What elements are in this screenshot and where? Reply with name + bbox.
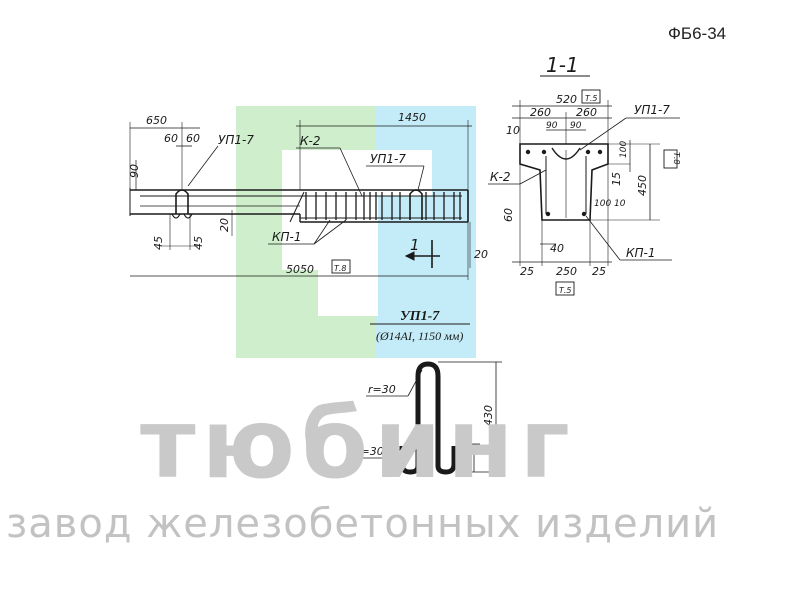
watermark-white-cut-3 — [376, 150, 432, 196]
section-texts: 1-1 520 260 260 90 90 10 100 15 450 100 … — [490, 53, 681, 295]
left-lifting-loop — [175, 189, 189, 214]
dim-90b: 90 — [570, 121, 582, 131]
label-cut-mark: 1 — [410, 236, 420, 254]
beam-note-box — [331, 259, 351, 274]
dim-15: 15 — [610, 172, 623, 186]
dim-20b: 20 — [474, 248, 488, 261]
dim-60: 60 — [502, 208, 515, 222]
dim-250: 250 — [556, 265, 577, 278]
section-note-right-text: Т.8 — [672, 152, 681, 165]
detail-leader-r-top — [407, 369, 423, 397]
beam-chamfer — [289, 191, 305, 223]
dim-20a: 20 — [218, 218, 231, 232]
dim-520: 520 — [556, 93, 577, 106]
dim-260b: 260 — [576, 106, 597, 119]
watermark-tagline: завод железобетонных изделий — [6, 501, 720, 547]
stirrups-group — [305, 192, 461, 220]
section-note-top-text: Т.5 — [585, 94, 598, 103]
leader-up-mid — [417, 165, 425, 191]
middle-lifting-loop — [409, 189, 423, 220]
leader-section-up — [579, 117, 627, 151]
section-note-box-top — [581, 89, 601, 104]
label-section-k2: К-2 — [490, 170, 510, 184]
dim-650: 650 — [146, 114, 167, 127]
leader-kp1-b — [313, 219, 347, 245]
dim-90: 90 — [128, 164, 141, 178]
detail-height-50: 50 — [461, 450, 474, 464]
dim-45b: 45 — [192, 236, 205, 250]
detail-title: УП1-7 — [400, 309, 440, 324]
section-cut-arrowhead — [404, 251, 415, 261]
dim-10b: 10 — [614, 199, 626, 209]
dim-25a: 25 — [520, 265, 534, 278]
detail-texts: УП1-7 (Ø14AI, 1150 мм) r=30 r=30 430 50 — [356, 309, 495, 464]
detail-loop-body — [415, 361, 441, 466]
left-loop-hooks — [171, 213, 193, 219]
leader-k2 — [339, 147, 363, 197]
watermark-blue-block — [376, 106, 476, 358]
dim-100: 100 — [619, 141, 629, 158]
dim-5050: 5050 — [286, 263, 314, 276]
detail-radius-bottom: r=30 — [356, 445, 384, 458]
leader-section-kp1 — [585, 215, 621, 261]
dim-60b: 60 — [186, 132, 200, 145]
section-note-box-bottom — [555, 281, 575, 296]
dim-40: 40 — [550, 242, 564, 255]
dim-10: 10 — [506, 124, 520, 137]
dim-60a: 60 — [164, 132, 178, 145]
detail-hook-right — [435, 446, 457, 475]
label-section-up: УП1-7 — [634, 103, 670, 117]
section-1-1 — [488, 75, 680, 296]
dim-450: 450 — [636, 175, 649, 196]
watermark-white-cut-1 — [282, 150, 378, 270]
section-note-bottom-text: Т.5 — [559, 286, 572, 295]
dim-100b: 100 — [594, 199, 611, 209]
watermark-white-cut-2 — [318, 270, 378, 316]
dim-25b: 25 — [592, 265, 606, 278]
label-k2: К-2 — [300, 134, 320, 148]
watermark-brand: тюбинг — [140, 388, 576, 500]
leader-up-left — [187, 145, 219, 187]
dim-90a: 90 — [546, 121, 558, 131]
detail-leader-r-bottom — [395, 457, 405, 469]
label-section-kp1: КП-1 — [626, 246, 656, 260]
beam-texts: 650 60 60 1450 90 45 45 20 20 5050 УП1-7… — [128, 111, 488, 276]
detail-hook-left — [399, 446, 421, 475]
detail-height-430: 430 — [482, 405, 495, 426]
beam-elevation — [129, 120, 472, 280]
leader-section-k2 — [519, 169, 547, 185]
dim-260a: 260 — [530, 106, 551, 119]
dim-1450: 1450 — [398, 111, 426, 124]
detail-subtitle: (Ø14AI, 1150 мм) — [376, 329, 463, 343]
drawing-code: ФБ6-34 — [668, 24, 727, 43]
label-up-mid: УП1-7 — [370, 152, 406, 166]
section-note-box-right — [663, 149, 678, 169]
section-title: 1-1 — [546, 53, 579, 77]
beam-note-text: Т.8 — [334, 264, 347, 273]
label-kp1: КП-1 — [272, 230, 302, 244]
dim-45a: 45 — [152, 236, 165, 250]
detail-loop — [356, 323, 502, 475]
label-up-left: УП1-7 — [218, 133, 254, 147]
leader-kp1-a — [313, 219, 331, 245]
section-rebar-dots — [525, 149, 603, 217]
detail-radius-top: r=30 — [368, 383, 396, 396]
